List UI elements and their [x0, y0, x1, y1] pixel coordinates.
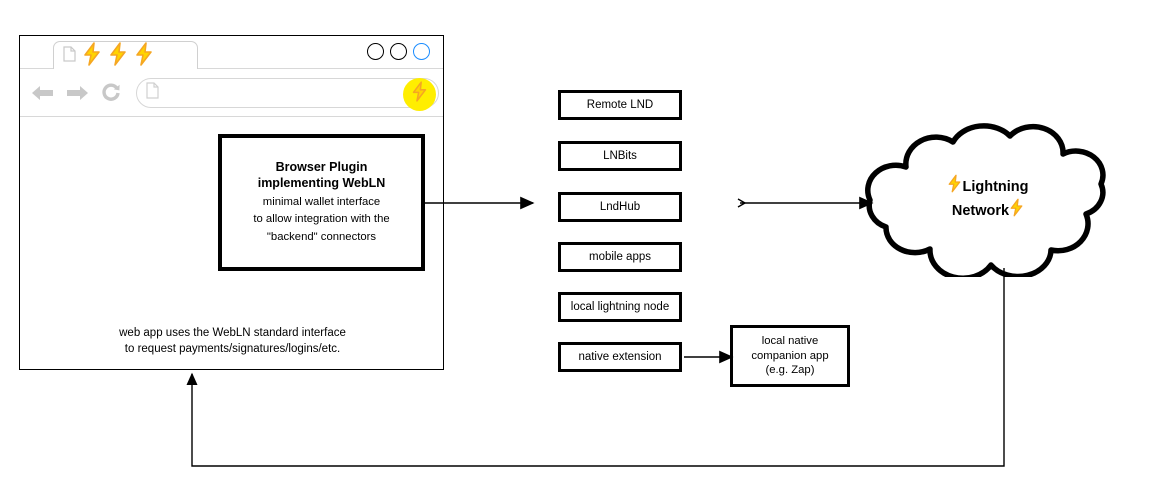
- back-arrow-icon[interactable]: [30, 80, 56, 106]
- companion-line3: (e.g. Zap): [765, 364, 815, 377]
- connector-box-local-node[interactable]: local lightning node: [558, 292, 682, 322]
- lightning-bolt-icon: [108, 41, 128, 71]
- lightning-bolt-icon: [947, 174, 962, 198]
- document-icon: [146, 81, 159, 104]
- webapp-note: web app uses the WebLN standard interfac…: [20, 326, 445, 357]
- lightning-network-cloud: Lightning Network: [858, 122, 1118, 281]
- plugin-sub-line2: to allow integration with the: [253, 213, 390, 226]
- url-input[interactable]: [136, 77, 439, 111]
- plugin-title-line1: Browser Plugin: [275, 160, 368, 175]
- companion-line2: companion app: [751, 349, 829, 362]
- cloud-label: Lightning Network: [858, 174, 1118, 222]
- connector-box-mobile-apps[interactable]: mobile apps: [558, 242, 682, 272]
- cloud-label-line2: Network: [951, 203, 1010, 220]
- document-icon: [63, 45, 76, 67]
- lightning-bolt-icon: [134, 41, 154, 71]
- companion-app-box[interactable]: local native companion app (e.g. Zap): [730, 325, 850, 387]
- maximize-circle-icon[interactable]: [390, 43, 407, 60]
- browser-tab[interactable]: [53, 41, 198, 70]
- connector-box-lndhub[interactable]: LndHub: [558, 192, 682, 222]
- extension-badge[interactable]: [403, 77, 436, 111]
- webapp-note-line1: web app uses the WebLN standard interfac…: [119, 327, 346, 339]
- lightning-bolt-icon: [82, 41, 102, 71]
- arrow-tail-tick: [737, 198, 747, 208]
- plugin-sub-line1: minimal wallet interface: [262, 195, 381, 208]
- window-controls: [367, 43, 430, 60]
- lightning-bolt-icon: [411, 81, 428, 107]
- webapp-note-line2: to request payments/signatures/logins/et…: [124, 342, 341, 355]
- companion-line1: local native: [761, 334, 819, 347]
- reload-icon[interactable]: [98, 80, 124, 106]
- connector-box-native-ext[interactable]: native extension: [558, 342, 682, 372]
- forward-arrow-icon[interactable]: [64, 80, 90, 106]
- plugin-sub-line3: "backend" connectors: [266, 230, 377, 243]
- browser-plugin-box: Browser Plugin implementing WebLN minima…: [218, 134, 425, 271]
- cloud-shape-icon: [865, 123, 1106, 281]
- minimize-circle-icon[interactable]: [367, 43, 384, 60]
- connector-box-lnbits[interactable]: LNBits: [558, 141, 682, 171]
- browser-tabbar: [20, 36, 443, 70]
- connector-box-remote-lnd[interactable]: Remote LND: [558, 90, 682, 120]
- plugin-title-line2: implementing WebLN: [257, 175, 386, 190]
- lightning-bolt-icon: [1009, 198, 1024, 222]
- cloud-label-line1: Lightning: [962, 179, 1029, 195]
- close-circle-icon[interactable]: [413, 43, 430, 60]
- browser-navbar: [20, 69, 443, 117]
